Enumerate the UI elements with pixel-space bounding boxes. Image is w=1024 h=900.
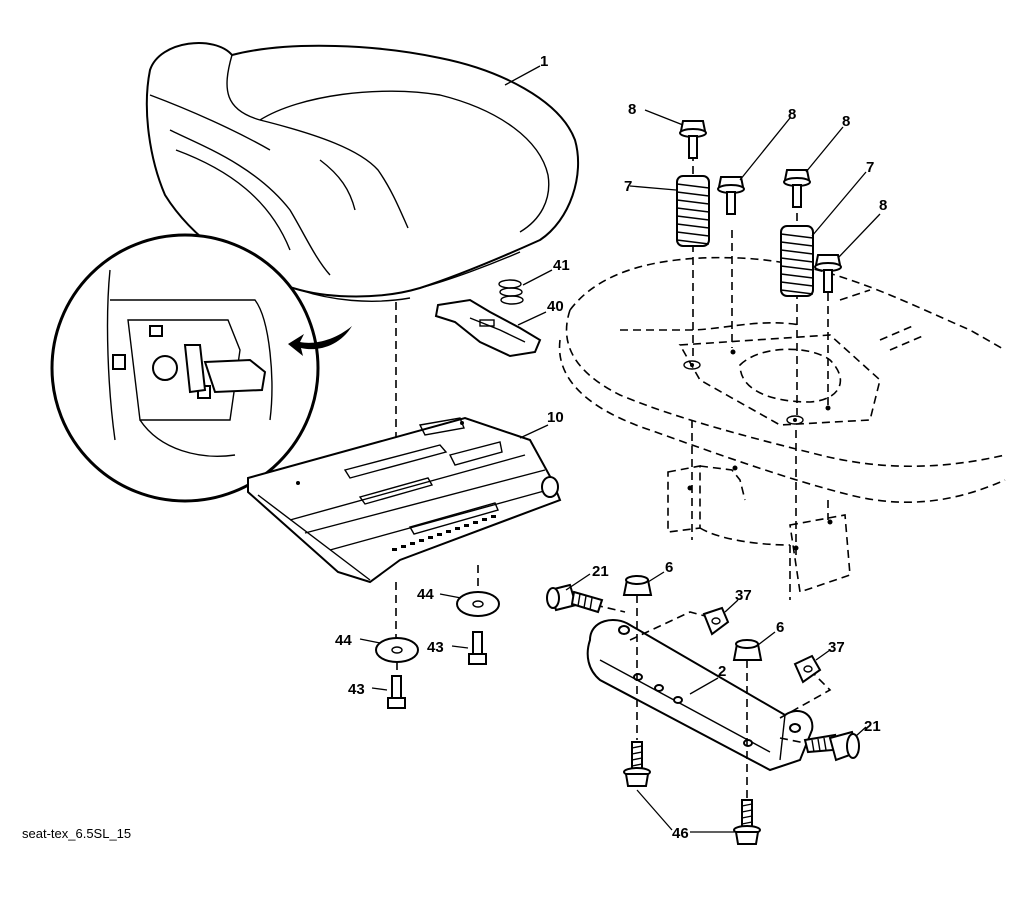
svg-text:7: 7: [866, 159, 874, 176]
nut-37-lower: [793, 654, 822, 684]
bolt-21-right: [803, 730, 860, 762]
bolt-8-a: [679, 120, 707, 159]
callout-bolt-c: 8: [805, 113, 850, 173]
svg-text:37: 37: [828, 639, 845, 656]
callout-label-1: 1: [540, 53, 548, 70]
svg-text:43: 43: [348, 681, 365, 698]
callout-small-spring: 41: [522, 257, 570, 286]
bolt-21-left: [546, 583, 604, 614]
callout-clip: 40: [517, 298, 564, 326]
bolt-46-right: [733, 799, 761, 845]
callout-seat-pan: 10: [519, 409, 564, 439]
callout-nut-37-upper: 37: [724, 587, 752, 613]
callout-bolt-a: 8: [628, 101, 684, 126]
callout-bolts-46: 46: [636, 789, 735, 842]
svg-text:2: 2: [718, 663, 726, 680]
mount-bracket: [586, 619, 814, 772]
svg-text:37: 37: [735, 587, 752, 604]
spring-left: [676, 175, 710, 247]
bolt-8-d: [814, 254, 842, 293]
callout-bolt-21-right: 21: [855, 718, 881, 737]
screw-43-right: [468, 631, 487, 665]
seat: [145, 42, 580, 302]
seat-pan-slots: [392, 515, 496, 551]
callout-screw-43-right: 43: [427, 639, 469, 656]
detail-view: [50, 233, 320, 503]
svg-text:21: 21: [592, 563, 609, 580]
bolt-8-b: [717, 176, 745, 215]
callout-bolt-b: 8: [739, 106, 796, 181]
washer-44-left: [375, 637, 419, 663]
callout-nut-right: 6: [757, 619, 784, 646]
callout-washer-44-right: 44: [417, 586, 462, 603]
screw-43-left: [387, 675, 406, 709]
svg-text:44: 44: [417, 586, 434, 603]
svg-text:41: 41: [553, 257, 570, 274]
callout-nut-37-lower: 37: [815, 639, 845, 661]
nut-6-right: [732, 639, 763, 661]
bolt-8-c: [783, 169, 811, 208]
callout-washer-44-left: 44: [335, 632, 381, 649]
callout-seat: 1: [504, 53, 548, 86]
callout-spring-left: 7: [624, 178, 677, 195]
svg-text:8: 8: [842, 113, 850, 130]
bolt-46-left: [623, 741, 651, 787]
svg-text:46: 46: [672, 825, 689, 842]
svg-text:40: 40: [547, 298, 564, 315]
seat-pan: [247, 416, 562, 584]
nut-37-upper: [702, 606, 730, 636]
washer-44-right: [456, 591, 500, 617]
nut-6-left: [622, 575, 653, 596]
svg-text:8: 8: [879, 197, 887, 214]
svg-text:7: 7: [624, 178, 632, 195]
callout-bracket: 2: [689, 663, 726, 695]
drawing-caption: seat-tex_6.5SL_15: [22, 826, 132, 841]
arrow-icon: [288, 326, 352, 356]
svg-text:43: 43: [427, 639, 444, 656]
svg-text:6: 6: [776, 619, 784, 636]
callout-nut-left: 6: [647, 559, 673, 583]
chassis-outline: [558, 256, 1006, 600]
callout-screw-43-left: 43: [348, 681, 388, 698]
svg-text:21: 21: [864, 718, 881, 735]
svg-text:8: 8: [788, 106, 796, 123]
small-spring: [498, 279, 524, 305]
svg-text:44: 44: [335, 632, 352, 649]
svg-text:8: 8: [628, 101, 636, 118]
clip: [434, 298, 542, 358]
callout-bolt-d: 8: [837, 197, 887, 259]
spring-right: [780, 225, 814, 297]
callout-bolt-21-left: 21: [565, 563, 609, 591]
callout-spring-right: 7: [811, 159, 874, 237]
svg-text:10: 10: [547, 409, 564, 426]
svg-text:6: 6: [665, 559, 673, 576]
